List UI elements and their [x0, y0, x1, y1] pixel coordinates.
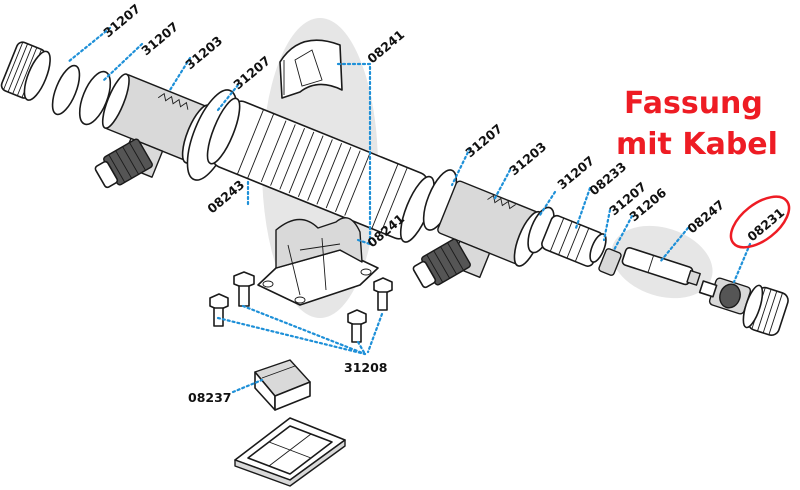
right-hose-tail [412, 238, 471, 289]
center-housing [206, 97, 435, 243]
ballast-mount-frame [234, 417, 346, 487]
lower-bracket-foot [257, 217, 379, 306]
part-label: 08243 [204, 177, 247, 216]
bolt-3 [373, 277, 393, 311]
part-label: 08231 [744, 205, 787, 244]
part-label: 31203 [182, 33, 225, 72]
bolt-1 [233, 271, 255, 307]
part-label: 31203 [506, 139, 549, 178]
callout-line-2: mit Kabel [616, 127, 778, 162]
callout: Fassung mit Kabel [616, 86, 778, 162]
uv-lamp [621, 246, 701, 286]
callout-line-1: Fassung [624, 86, 763, 121]
part-label: 31207 [100, 1, 143, 40]
highlight-ring-08231 [729, 195, 791, 249]
ballast-box [254, 359, 311, 411]
lamp-socket [698, 277, 752, 315]
left-union-nut [0, 41, 51, 101]
part-label: 31207 [462, 121, 505, 160]
part-label: 08241 [364, 27, 407, 66]
leader-lines [66, 26, 752, 394]
part-label: 31207 [230, 53, 273, 92]
left-hose-tail [94, 138, 153, 189]
part-label: 31208 [344, 360, 388, 375]
bolt-4 [347, 309, 367, 343]
part-label: 08247 [684, 197, 727, 236]
bolt-2 [209, 293, 229, 327]
left-oring-1 [51, 64, 81, 116]
oring-right-3 [589, 233, 607, 263]
part-label: 08237 [188, 390, 232, 405]
right-end-cap [742, 284, 789, 336]
upper-bracket [279, 39, 343, 99]
part-label: 31207 [138, 19, 181, 58]
sleeve-nut [598, 248, 622, 276]
